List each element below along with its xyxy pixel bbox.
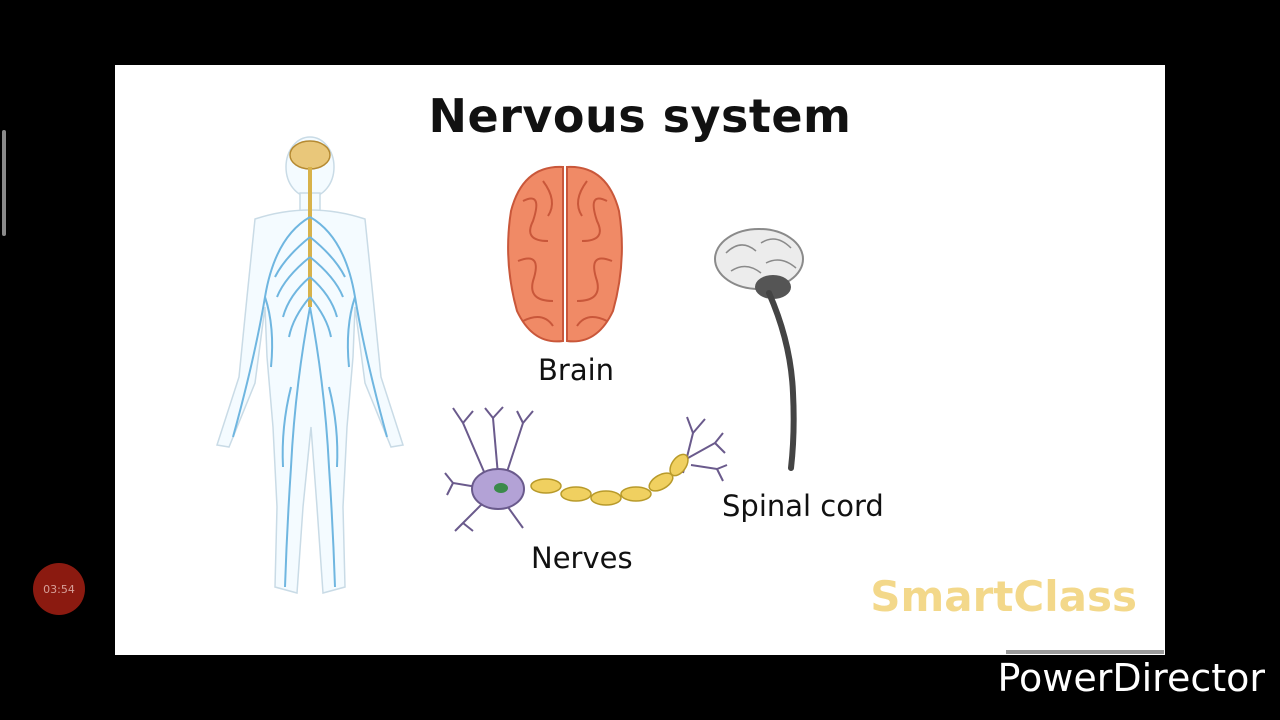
video-frame: Nervous system	[115, 65, 1165, 655]
brand-watermark: SmartClass	[870, 572, 1137, 621]
slide-title: Nervous system	[428, 89, 852, 143]
neuron-icon	[444, 406, 728, 532]
scroll-indicator[interactable]	[2, 130, 6, 236]
spinal-cord-icon	[714, 228, 804, 471]
spinal-cord-label: Spinal cord	[722, 489, 884, 523]
powerdirector-watermark: PowerDirector	[997, 656, 1265, 700]
timestamp-badge[interactable]: 03:54	[33, 563, 85, 615]
nerves-label: Nerves	[531, 541, 633, 575]
brain-icon	[507, 165, 623, 343]
watermark-divider	[1006, 650, 1164, 654]
human-body-nervous-system-icon	[216, 136, 404, 594]
brain-label: Brain	[538, 353, 615, 387]
timestamp-text: 03:54	[43, 582, 75, 596]
